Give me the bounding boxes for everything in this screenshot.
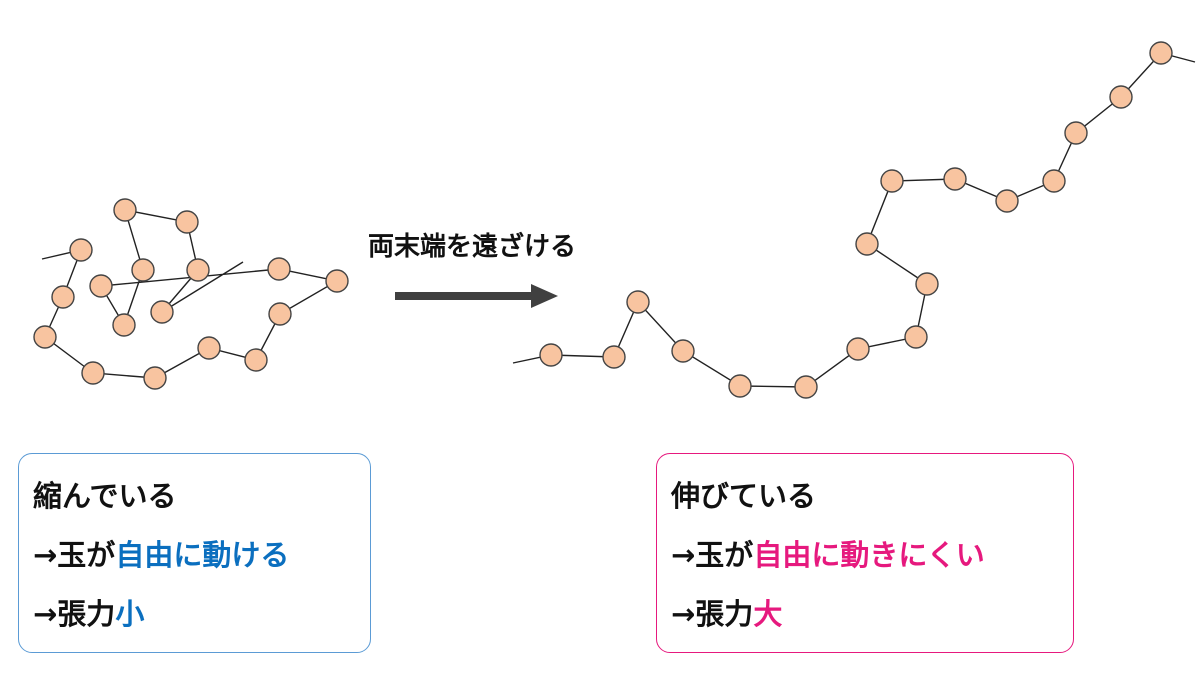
tension-prefix: →張力 xyxy=(671,597,754,631)
stretched-state-title: 伸びている xyxy=(671,479,817,513)
chain-bead xyxy=(539,343,563,367)
chain-bead xyxy=(915,272,939,296)
chain-bead xyxy=(267,257,291,281)
mobility-prefix: →玉が xyxy=(671,538,754,572)
chain-bead xyxy=(150,300,174,324)
chain-bead xyxy=(794,375,818,399)
tension-prefix: →張力 xyxy=(33,597,116,631)
mobility-prefix: →玉が xyxy=(33,538,116,572)
chain-bead xyxy=(1149,41,1173,65)
chain-bead xyxy=(880,169,904,193)
contracted-state-title: 縮んでいる xyxy=(33,479,177,513)
contracted-state-box: 縮んでいる →玉が自由に動ける →張力小 xyxy=(18,453,371,653)
chain-bead xyxy=(626,290,650,314)
chain-bead xyxy=(131,258,155,282)
stretched-state-box: 伸びている →玉が自由に動きにくい →張力大 xyxy=(656,453,1074,653)
chain-bead xyxy=(33,325,57,349)
contracted-chain xyxy=(33,198,349,390)
chain-bond-line xyxy=(41,209,339,379)
chain-bead xyxy=(846,337,870,361)
chain-bead xyxy=(1109,85,1133,109)
stretched-bead-mobility: →玉が自由に動きにくい xyxy=(671,535,1073,575)
chain-bead xyxy=(1064,121,1088,145)
chain-bead xyxy=(995,189,1019,213)
mobility-highlight: 自由に動きにくい xyxy=(753,538,985,572)
chain-bead xyxy=(671,339,695,363)
chain-bead xyxy=(143,366,167,390)
chain-bead xyxy=(1042,169,1066,193)
chain-bead xyxy=(244,348,268,372)
contracted-bead-mobility: →玉が自由に動ける xyxy=(33,535,370,575)
chain-bead xyxy=(904,325,928,349)
tension-highlight: 大 xyxy=(753,597,783,631)
chain-bead xyxy=(728,374,752,398)
contracted-tension: →張力小 xyxy=(33,594,370,634)
stretched-tension: →張力大 xyxy=(671,594,1073,634)
chain-bead xyxy=(197,336,221,360)
chain-bead xyxy=(69,238,93,262)
chain-bond-line xyxy=(512,52,1196,388)
chain-bead xyxy=(325,269,349,293)
stretched-chain xyxy=(512,41,1196,399)
chain-bead xyxy=(602,345,626,369)
chain-bead xyxy=(943,167,967,191)
mobility-highlight: 自由に動ける xyxy=(115,538,290,572)
right-arrow-icon xyxy=(395,284,558,308)
chain-bead xyxy=(268,302,292,326)
chain-bead xyxy=(51,285,75,309)
chain-bead xyxy=(89,274,113,298)
chain-bead xyxy=(113,198,137,222)
action-label: 両末端を遠ざける xyxy=(368,232,577,262)
chain-bead xyxy=(112,313,136,337)
chain-bead xyxy=(81,361,105,385)
chain-bead xyxy=(186,258,210,282)
chain-bead xyxy=(855,232,879,256)
tension-highlight: 小 xyxy=(115,597,145,631)
chain-bead xyxy=(175,210,199,234)
